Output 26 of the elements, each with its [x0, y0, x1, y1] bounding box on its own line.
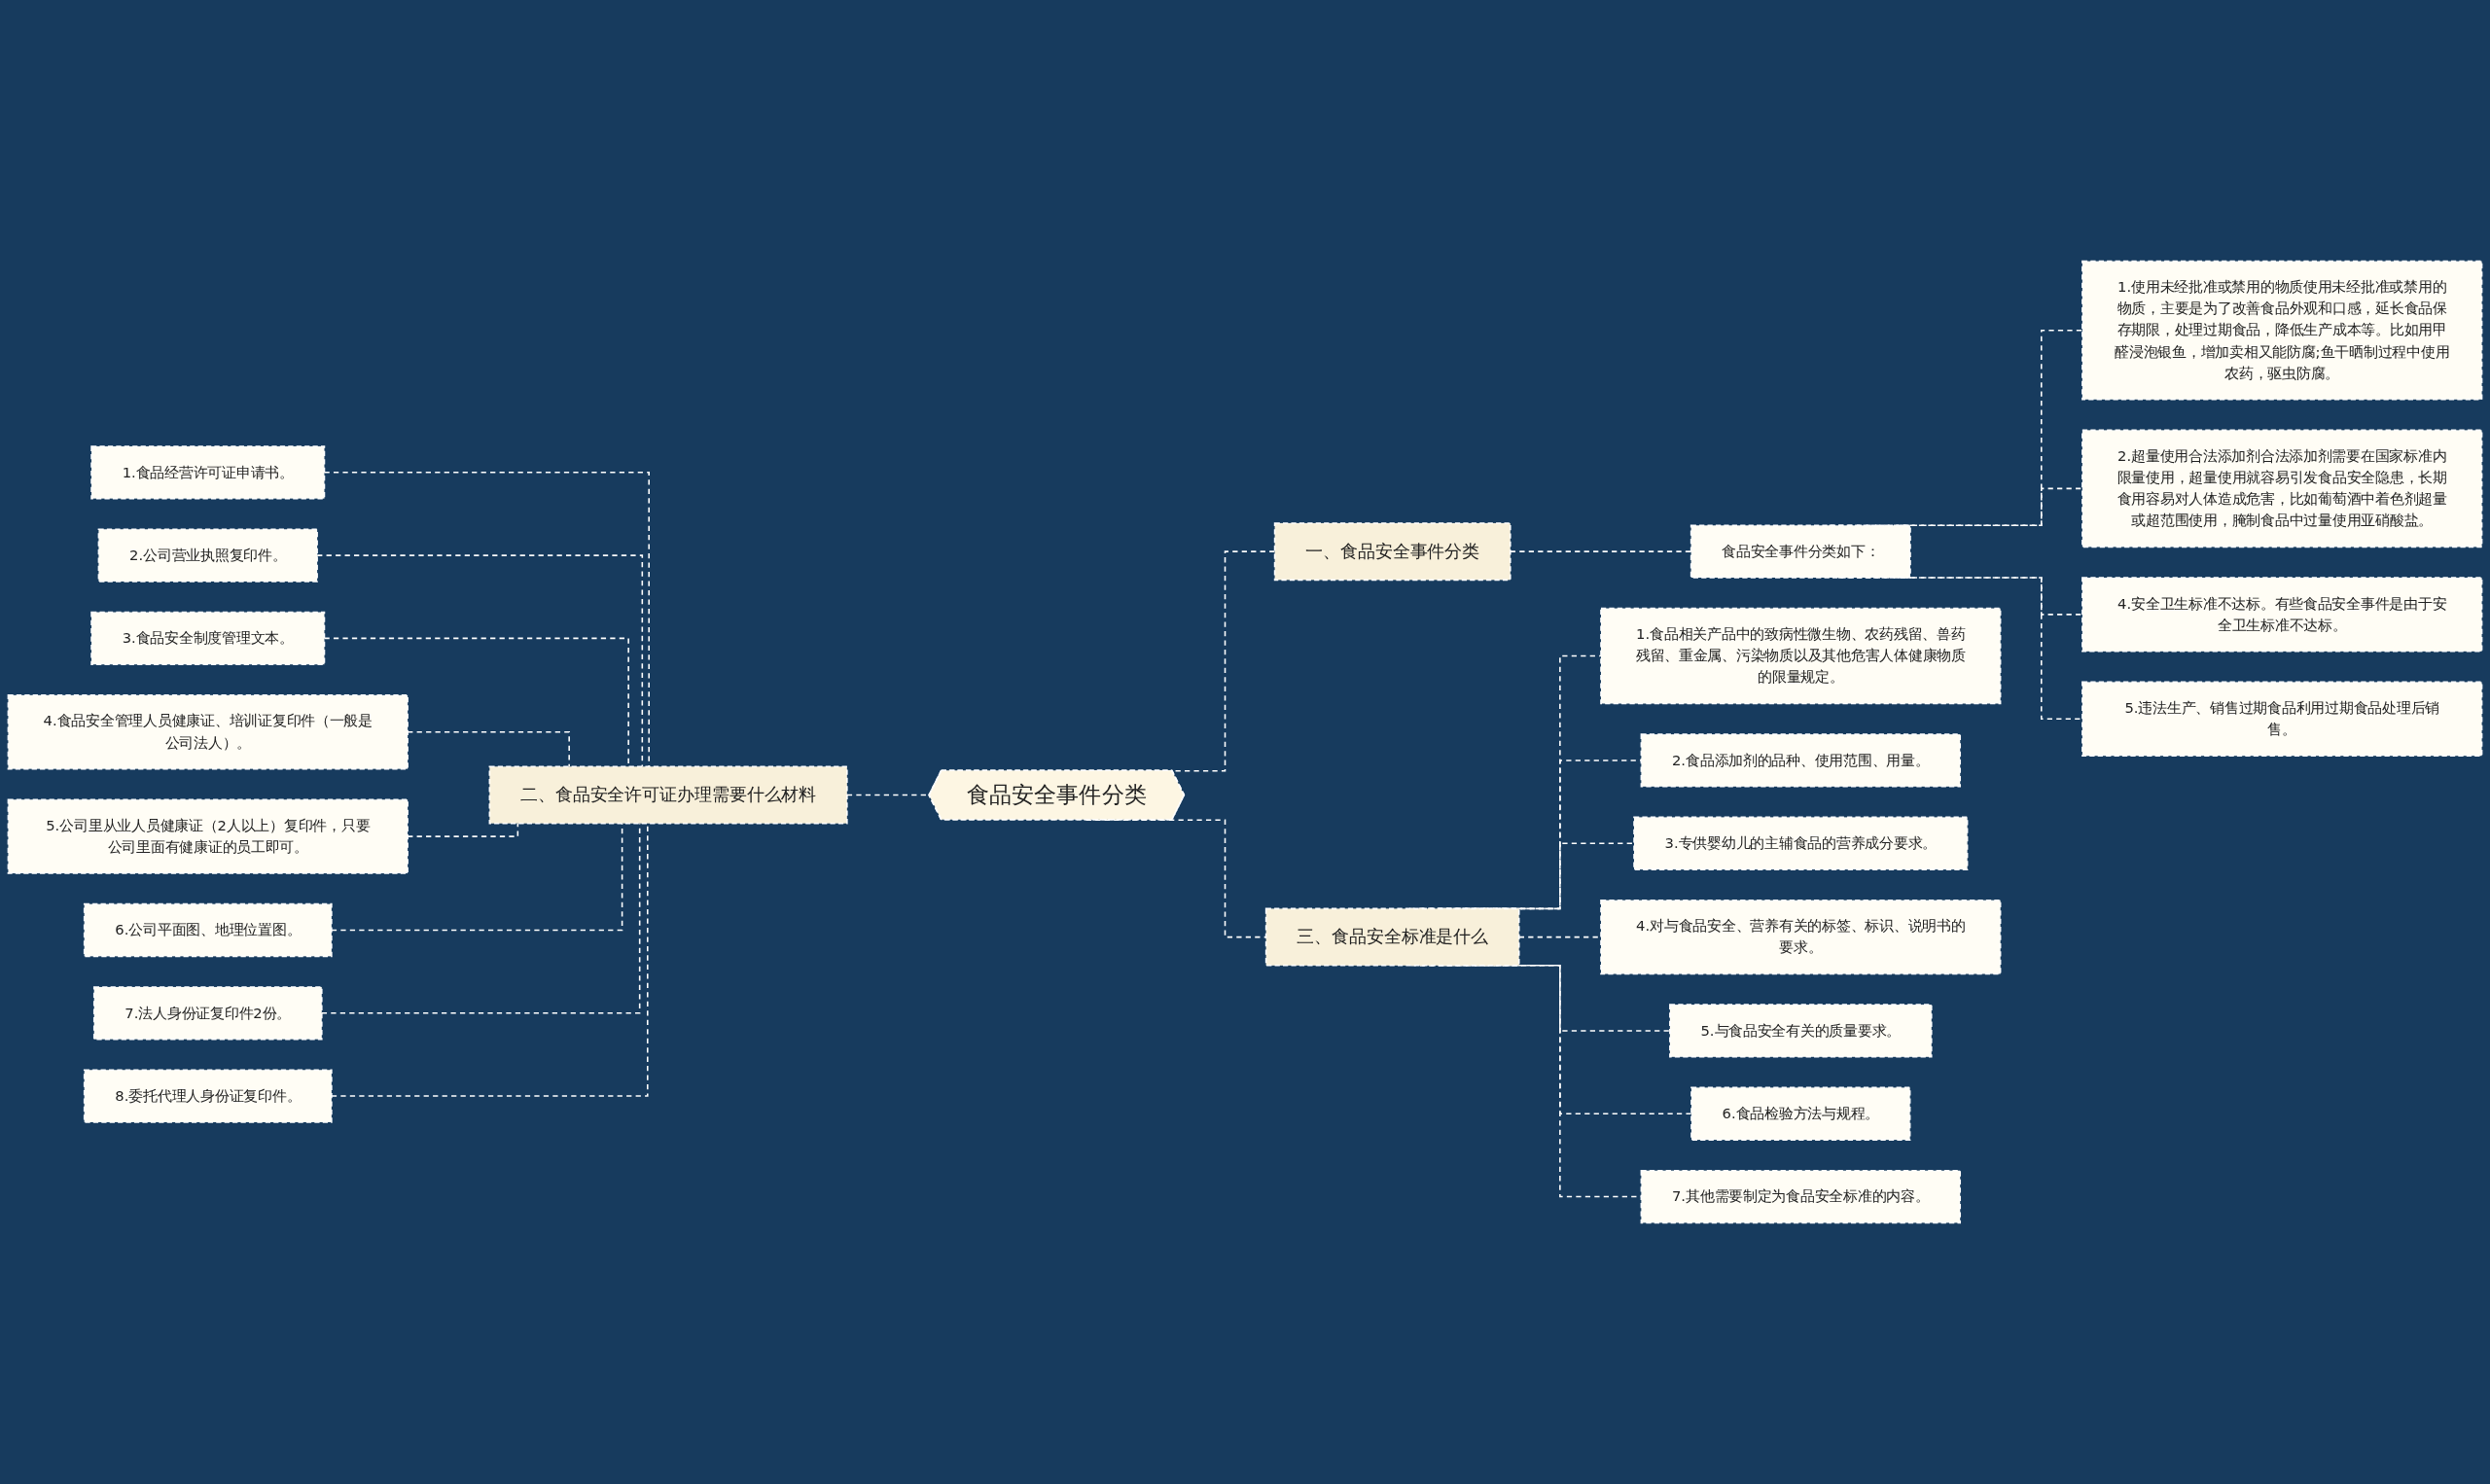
node-box: 7.其他需要制定为食品安全标准的内容。 — [1640, 1169, 1962, 1224]
node-box: 5.公司里从业人员健康证（2人以上）复印件，只要公司里面有健康证的员工即可。 — [7, 798, 409, 874]
node-box: 2.超量使用合法添加剂合法添加剂需要在国家标准内限量使用，超量使用就容易引发食品安全隐患，长期食用容易对人体造成危害，比如葡萄酒中着色剂超量或超范围使用，腌制食品中过量使用亚硝酸盐。 — [2081, 429, 2483, 548]
node-box: 8.委托代理人身份证复印件。 — [83, 1069, 333, 1123]
connector — [331, 822, 649, 1097]
node-box: 1.食品相关产品中的致病性微生物、农药残留、兽药残留、重金属、污染物质以及其他危害人体健康物质的限量规定。 — [1600, 607, 2002, 705]
node-box: 6.食品检验方法与规程。 — [1690, 1086, 1911, 1141]
node-box: 三、食品安全标准是什么 — [1264, 907, 1520, 967]
connector — [321, 822, 641, 1014]
node-box: 7.法人身份证复印件2份。 — [92, 986, 323, 1041]
node-box: 5.与食品安全有关的质量要求。 — [1669, 1004, 1933, 1058]
node-box: 一、食品安全事件分类 — [1273, 522, 1512, 582]
node-box: 1.食品经营许可证申请书。 — [90, 445, 326, 500]
node-box: 3.专供婴幼儿的主辅食品的营养成分要求。 — [1633, 816, 1969, 870]
node-box: 1.使用未经批准或禁用的物质使用未经批准或禁用的物质，主要是为了改善食品外观和口感，延长食品保存期限，处理过期食品，降低生产成本等。比如用甲醛浸泡银鱼，增加卖相又能防腐;鱼干晒制过程中使用农药，驱虫防腐。 — [2081, 260, 2483, 401]
node-box: 6.公司平面图、地理位置图。 — [83, 902, 333, 958]
node-box: 3.食品安全制度管理文本。 — [90, 611, 326, 665]
node-box: 二、食品安全许可证办理需要什么材料 — [488, 765, 848, 825]
node-box: 2.食品添加剂的品种、使用范围、用量。 — [1640, 733, 1962, 788]
connector — [331, 822, 623, 932]
node-box: 5.违法生产、销售过期食品利用过期食品处理后销售。 — [2081, 681, 2483, 757]
node-box: 食品安全事件分类如下： — [1690, 524, 1911, 579]
node-box: 4.对与食品安全、营养有关的标签、标识、说明书的要求。 — [1600, 899, 2002, 975]
node-box: 4.食品安全管理人员健康证、培训证复印件（一般是公司法人）。 — [7, 694, 409, 770]
node-box: 2.公司营业执照复印件。 — [97, 528, 318, 583]
node-box: 4.安全卫生标准不达标。有些食品安全事件是由于安全卫生标准不达标。 — [2081, 577, 2483, 653]
